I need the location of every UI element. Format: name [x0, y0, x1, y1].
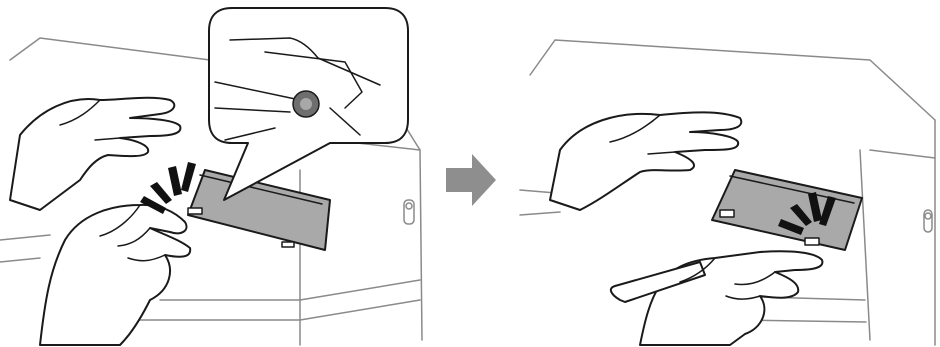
arrow-right-icon — [446, 154, 496, 206]
click-burst-icon — [140, 162, 196, 214]
hand-icon — [550, 112, 741, 210]
step-2-illustration — [520, 40, 935, 345]
battery-cover-right — [712, 170, 862, 250]
step-1-illustration — [0, 8, 422, 345]
magnifier-callout-icon — [209, 8, 408, 200]
hand-icon — [40, 205, 190, 345]
hand-icon — [10, 98, 180, 210]
